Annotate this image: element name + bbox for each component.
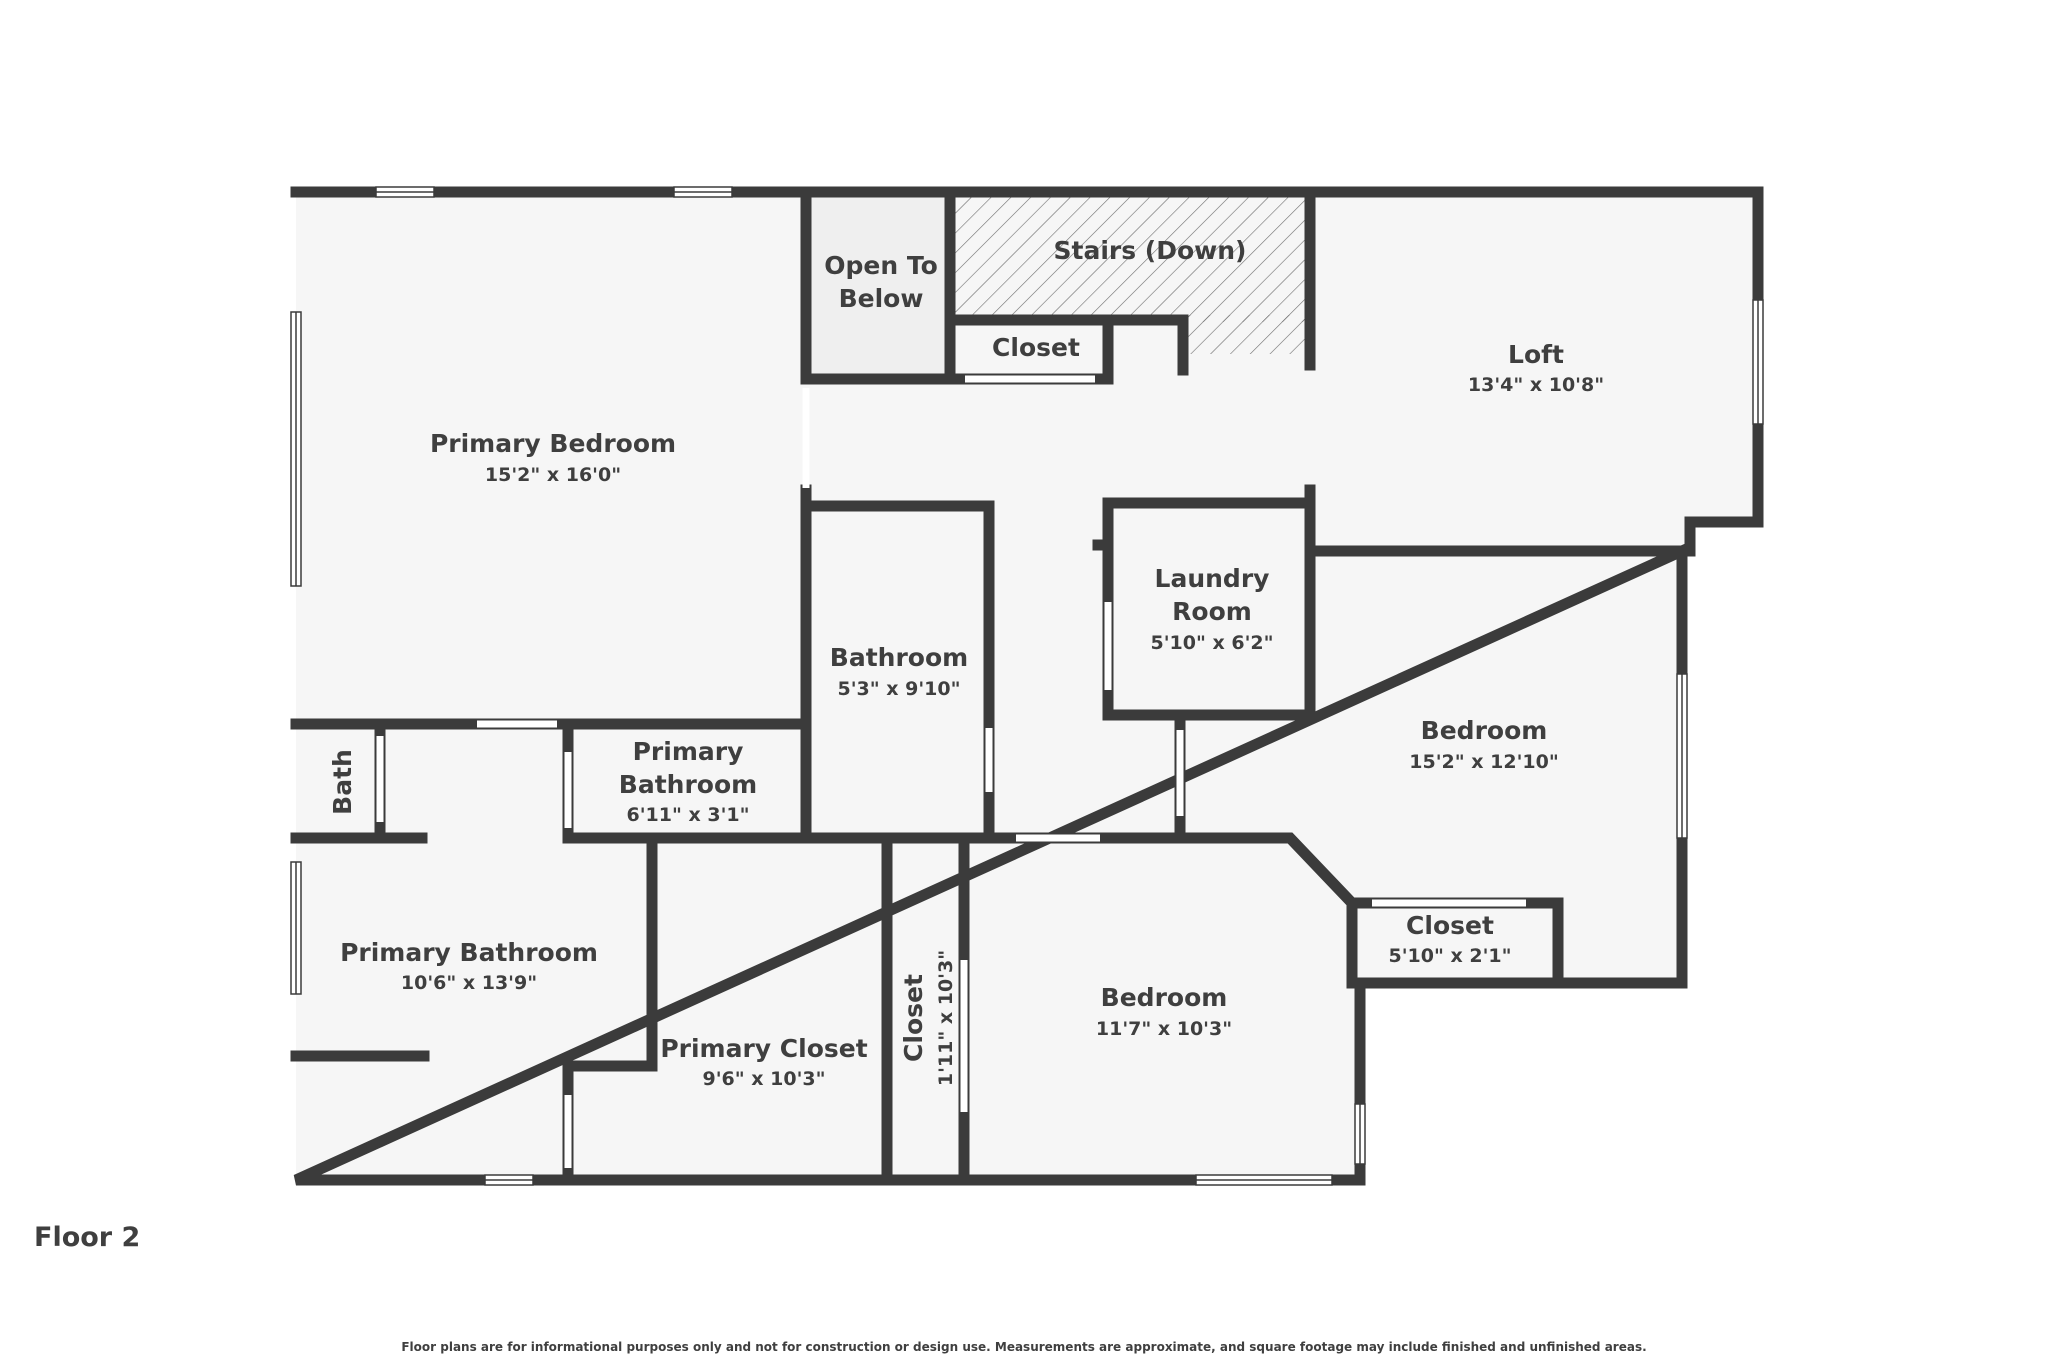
room-name: Primary Bathroom	[340, 938, 598, 967]
window	[290, 311, 302, 587]
room-name: Loft	[1508, 340, 1564, 369]
room-name: Stairs (Down)	[1054, 236, 1247, 265]
window	[673, 186, 733, 198]
room-labels: Primary Bedroom 15'2" x 16'0" Open To Be…	[328, 236, 1604, 1090]
room-name: Closet	[1406, 911, 1494, 940]
room-dimensions: 13'4" x 10'8"	[1468, 374, 1604, 396]
floor-fill	[296, 192, 1758, 1180]
room-name: Primary Closet	[660, 1034, 867, 1063]
room-loft: Loft 13'4" x 10'8"	[1468, 340, 1604, 396]
room-name: Bedroom	[1101, 983, 1228, 1012]
room-name: Bath	[328, 749, 357, 815]
room-dimensions: 15'2" x 16'0"	[485, 464, 621, 486]
room-name: Primary Bedroom	[430, 429, 676, 458]
room-stairs: Stairs (Down)	[1054, 236, 1247, 265]
room-primary-bedroom: Primary Bedroom 15'2" x 16'0"	[430, 429, 676, 486]
open-to-below-area	[806, 195, 946, 379]
room-name-line1: Laundry	[1155, 564, 1270, 593]
room-name-line2: Room	[1172, 597, 1252, 626]
room-closet-narrow: Closet 1'11" x 10'3"	[899, 950, 957, 1086]
windows	[290, 186, 1764, 1186]
room-closet-right: Closet 5'10" x 2'1"	[1388, 911, 1511, 967]
room-name-line1: Open To	[824, 251, 938, 280]
room-dimensions: 11'7" x 10'3"	[1096, 1018, 1232, 1040]
window	[484, 1174, 534, 1186]
room-name: Bedroom	[1421, 716, 1548, 745]
window	[1195, 1174, 1333, 1186]
room-primary-bathroom-small: Primary Bathroom 6'11" x 3'1"	[619, 737, 757, 826]
room-dimensions: 10'6" x 13'9"	[401, 972, 537, 994]
room-name-line1: Primary	[633, 737, 744, 766]
disclaimer-text: Floor plans are for informational purpos…	[401, 1340, 1647, 1354]
room-dimensions: 1'11" x 10'3"	[935, 950, 957, 1086]
room-dimensions: 5'10" x 2'1"	[1388, 945, 1511, 967]
room-dimensions: 9'6" x 10'3"	[702, 1068, 825, 1090]
window	[375, 186, 435, 198]
room-bedroom-bottom: Bedroom 11'7" x 10'3"	[1096, 983, 1232, 1040]
room-dimensions: 15'2" x 12'10"	[1409, 751, 1558, 773]
door-openings	[376, 375, 1526, 1168]
window	[1354, 1103, 1366, 1165]
stairs-hatch	[954, 195, 1306, 322]
stairs-hatch-lower	[1188, 315, 1306, 354]
room-name-line2: Bathroom	[619, 770, 757, 799]
room-open-to-below: Open To Below	[824, 251, 938, 313]
walls	[290, 186, 1764, 1186]
room-bedroom-right: Bedroom 15'2" x 12'10"	[1409, 716, 1558, 773]
room-bathroom: Bathroom 5'3" x 9'10"	[830, 643, 968, 700]
room-dimensions: 5'3" x 9'10"	[837, 678, 960, 700]
window	[1676, 673, 1688, 839]
room-name-line2: Below	[839, 284, 924, 313]
room-bath-small: Bath	[328, 749, 357, 815]
room-dimensions: 5'10" x 6'2"	[1150, 632, 1273, 654]
room-primary-bathroom: Primary Bathroom 10'6" x 13'9"	[340, 938, 598, 994]
room-dimensions: 6'11" x 3'1"	[626, 804, 749, 826]
room-name: Bathroom	[830, 643, 968, 672]
room-name: Closet	[992, 333, 1080, 362]
room-closet-top: Closet	[992, 333, 1080, 362]
room-laundry: Laundry Room 5'10" x 6'2"	[1150, 564, 1273, 654]
floor-label: Floor 2	[34, 1222, 141, 1253]
window	[290, 861, 302, 995]
room-primary-closet: Primary Closet 9'6" x 10'3"	[660, 1034, 867, 1090]
window	[1752, 299, 1764, 425]
room-name: Closet	[899, 974, 928, 1062]
